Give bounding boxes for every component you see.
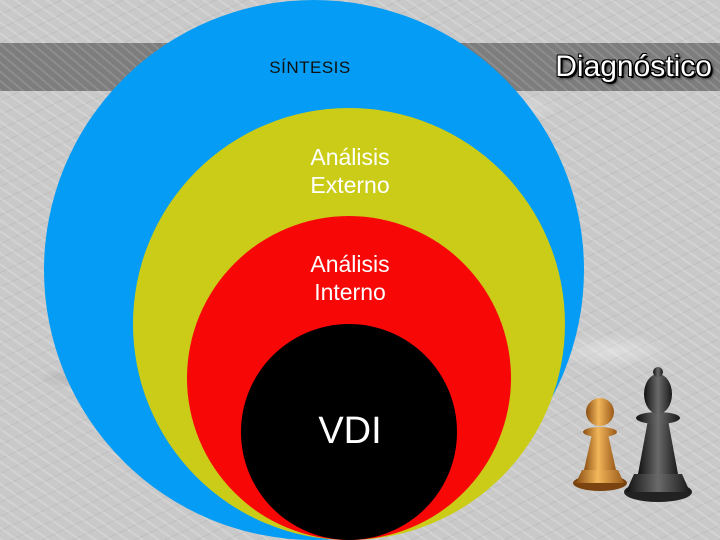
chess-pawn-gold-icon [573, 398, 627, 491]
chess-pieces-illustration [573, 367, 692, 502]
vdi-label: VDI [318, 410, 382, 452]
sintesis-label: SÍNTESIS [269, 58, 351, 77]
vdi-circle [241, 324, 457, 540]
chess-pawn-black-icon [624, 367, 692, 502]
page-title: Diagnóstico [555, 50, 712, 83]
